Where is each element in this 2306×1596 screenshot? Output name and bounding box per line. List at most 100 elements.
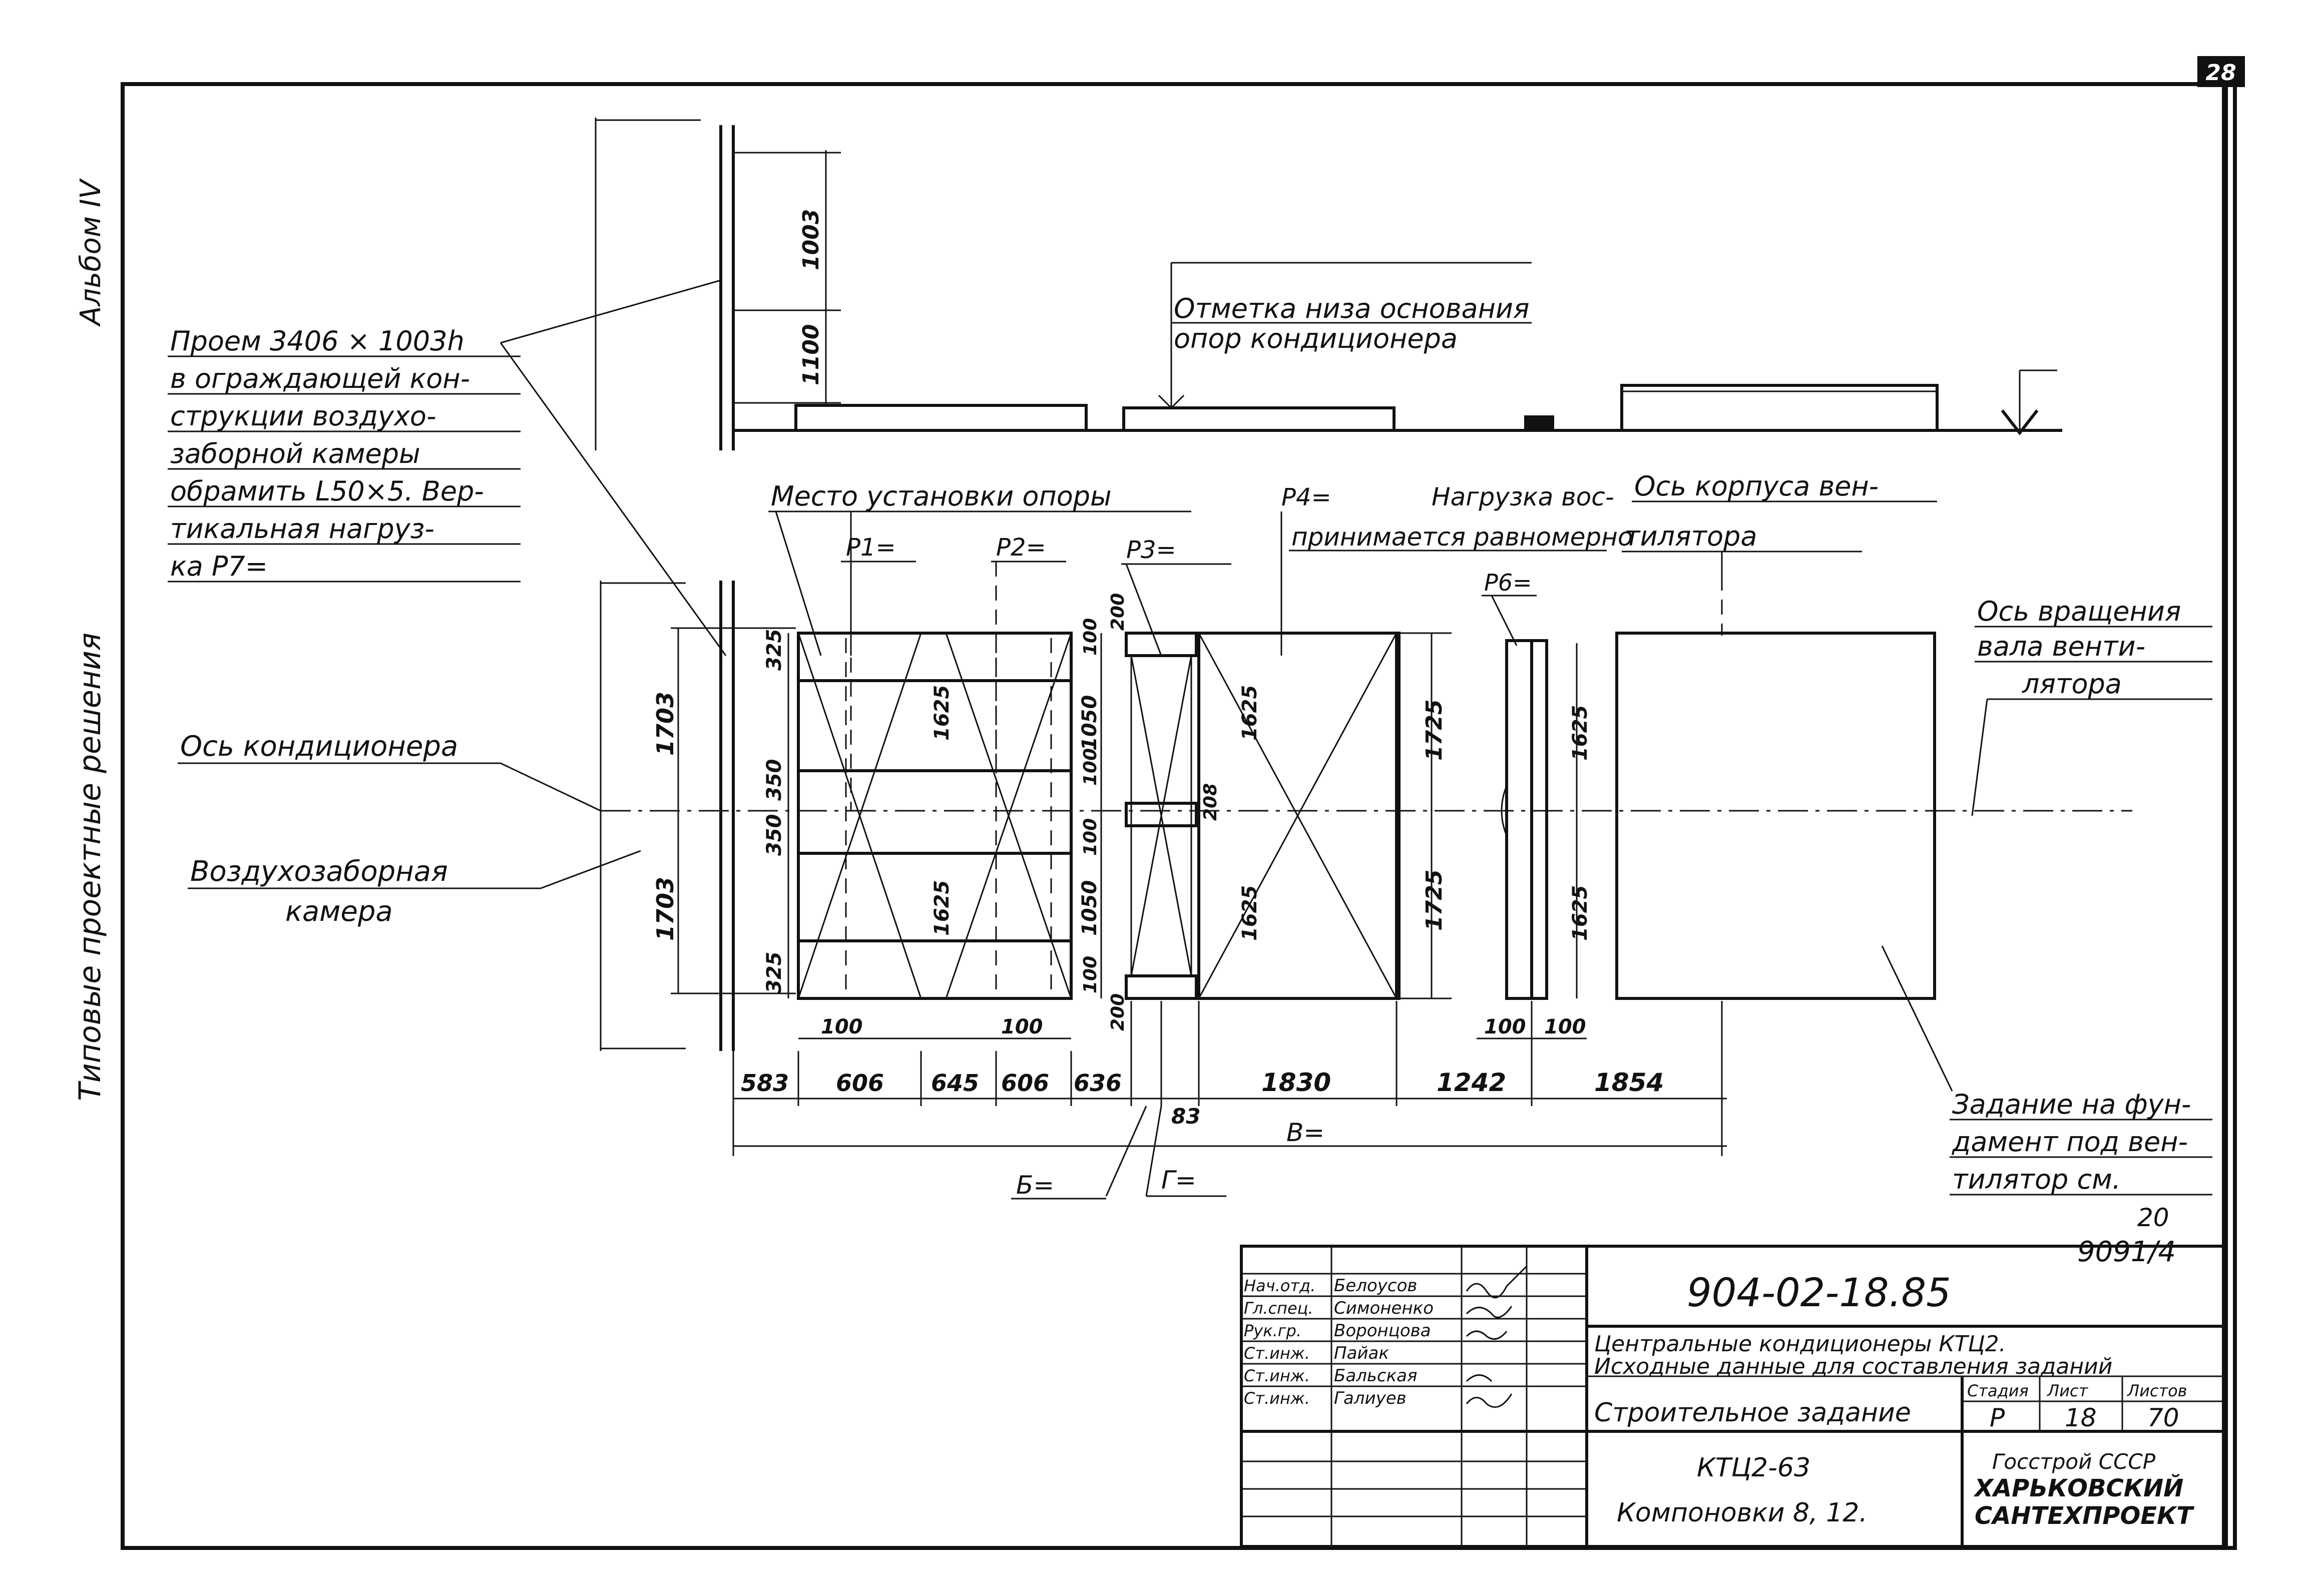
dim-1625-narrow-lower: 1625 [1569, 885, 1592, 941]
section-1-top-beam [797, 632, 1073, 682]
s1830-cross-2 [1198, 633, 1398, 999]
corner-mark-box [2197, 56, 2245, 87]
section-1-cross-b [797, 633, 922, 999]
dim-200-top: 200 [1108, 593, 1128, 631]
fan-rotation-line2: вала венти- [1977, 631, 2145, 662]
sheet-label: Лист [2047, 1381, 2088, 1400]
conditioner-axis-leader [500, 762, 601, 812]
dim-325-lower: 325 [763, 952, 786, 994]
dim-1625-s1-upper: 1625 [931, 685, 954, 741]
stage-value: Р [1990, 1403, 2005, 1432]
dim-1703-lower: 1703 [652, 877, 679, 941]
dim-100-d: 100 [1080, 956, 1101, 993]
sheet-frame [121, 82, 2237, 1550]
dim-1625-s3-lower: 1625 [1238, 885, 1261, 941]
level-symbol-right [2001, 409, 2039, 435]
dim-1100: 1100 [798, 324, 824, 385]
base-block-2 [1122, 406, 1396, 432]
dim-350-lower: 350 [763, 814, 786, 856]
p1-label: P1= [846, 534, 896, 562]
air-chamber-line2: камера [285, 895, 393, 928]
signature-4 [1466, 1374, 1493, 1382]
elevation-view: 1003 1100 Отметка низа основания опор ко… [595, 118, 2062, 450]
dim-1625-s1-lower: 1625 [931, 880, 954, 936]
fan-frame [1615, 632, 1936, 1000]
p4-label: P4= [1281, 483, 1331, 511]
g-label: Г= [1161, 1166, 1196, 1195]
dim-1050-lower: 1050 [1078, 880, 1101, 936]
dim-100-narrow-right: 100 [1544, 1015, 1586, 1038]
fan-body-axis-line1: Ось корпуса вен- [1634, 470, 1879, 502]
p6-label: P6= [1484, 569, 1532, 596]
dim-583: 583 [741, 1070, 789, 1097]
support-leader-1 [775, 511, 822, 656]
name-3: Воронцова [1334, 1321, 1431, 1341]
opening-leader-1 [500, 279, 721, 344]
foundation-line2: дамент под вен- [1952, 1126, 2188, 1158]
support-bot [1125, 974, 1198, 1000]
role-5: Ст.инж. [1244, 1366, 1310, 1385]
dim-1703-upper: 1703 [652, 692, 679, 756]
sheet-name: Строительное задание [1594, 1398, 1911, 1428]
dim-83: 83 [1171, 1104, 1200, 1129]
dim-1725-lower: 1725 [1422, 870, 1447, 931]
opening-leader-2 [500, 342, 727, 656]
title-block-frame [1240, 1245, 2226, 1548]
model-code: КТЦ2-63 [1697, 1453, 1810, 1483]
drawing-title-line2: Исходные данные для составления заданий [1594, 1354, 2112, 1379]
dim-100-narrow-left: 100 [1484, 1015, 1526, 1038]
role-4: Ст.инж. [1244, 1344, 1310, 1363]
dim-1625-s3-upper: 1625 [1238, 685, 1261, 741]
base-block-4 [1620, 384, 1939, 432]
p3-leader [1125, 564, 1162, 656]
role-6: Ст.инж. [1244, 1389, 1310, 1408]
org-line2: ХАРЬКОВСКИЙ [1973, 1474, 2183, 1502]
dim-100-bottom-mid: 100 [1001, 1015, 1043, 1038]
opening-note-line1: Проем 3406 × 1003h [170, 325, 465, 357]
dim-645: 645 [931, 1070, 979, 1097]
p3-label: P3= [1126, 536, 1176, 564]
foundation-leader [1881, 945, 1953, 1092]
p6-leader [1491, 595, 1518, 646]
base-block-3 [1524, 415, 1554, 430]
b-label: Б= [1016, 1171, 1054, 1200]
role-3: Рук.гр. [1244, 1321, 1301, 1340]
dim-325-upper: 325 [763, 629, 786, 671]
support-cross-2 [1130, 655, 1192, 976]
drawing-code: 904-02-18.85 [1687, 1271, 1951, 1316]
dim-1242: 1242 [1437, 1068, 1506, 1097]
signature-1 [1466, 1265, 1528, 1299]
dim-350-upper: 350 [763, 759, 786, 801]
name-4: Пайак [1334, 1343, 1389, 1363]
p2-label: P2= [996, 534, 1046, 562]
dim-1830: 1830 [1261, 1068, 1331, 1097]
b-leader [1105, 1106, 1147, 1197]
foundation-line3: тилятор см. [1952, 1164, 2121, 1195]
sheet-value: 18 [2065, 1403, 2097, 1432]
stage-label: Стадия [1967, 1381, 2029, 1400]
role-2: Гл.спец. [1244, 1299, 1313, 1318]
layouts: Компоновки 8, 12. [1617, 1498, 1868, 1528]
section-1-mid-beam [797, 769, 1073, 855]
dim-208: 208 [1200, 783, 1221, 821]
dim-1725-upper: 1725 [1422, 700, 1447, 761]
dim-100-a: 100 [1080, 618, 1101, 656]
name-6: Галиуев [1334, 1388, 1407, 1408]
level-arrow [1158, 394, 1185, 409]
narrow-section [1505, 639, 1548, 1000]
name-1: Белоусов [1334, 1276, 1417, 1296]
section-1-bot-beam [797, 939, 1073, 1000]
org-line1: Госстрой СССР [1992, 1449, 2156, 1474]
base-block-1 [794, 404, 1088, 432]
ref-numerator: 20 [2137, 1203, 2169, 1232]
album-label: Альбом IV [75, 178, 107, 327]
air-chamber-line1: Воздухозаборная [190, 855, 448, 888]
load-line1: Нагрузка вос- [1432, 482, 1614, 511]
air-chamber-leader [540, 850, 641, 889]
drawing-title-line1: Центральные кондиционеры КТЦ2. [1594, 1331, 2006, 1357]
dim-1003: 1003 [798, 209, 824, 270]
support-mid [1125, 802, 1198, 827]
opening-note-line7: ка P7= [170, 551, 268, 582]
opening-note-line3: струкции воздухо- [170, 400, 436, 432]
